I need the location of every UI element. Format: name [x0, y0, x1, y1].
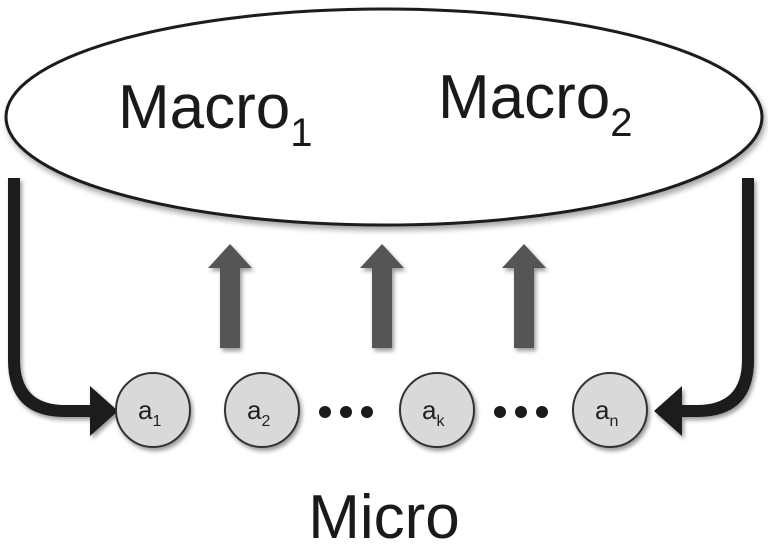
- macro-label-2: Macro2: [438, 63, 633, 145]
- agent-circle: [572, 372, 648, 448]
- agent-label: ak: [422, 395, 445, 430]
- agent-circle: [115, 372, 191, 448]
- agent-circle: [224, 372, 300, 448]
- up-arrow-2: [360, 244, 404, 348]
- agent-a1: a1: [115, 372, 191, 448]
- ellipsis-dots-2: [494, 406, 548, 418]
- macro-label-1-subscript: 1: [290, 111, 312, 155]
- ellipsis-dots-1: [319, 406, 373, 418]
- macro-label-1: Macro1: [118, 73, 313, 155]
- right-feedback-arrow: [654, 178, 754, 436]
- agent-an: an: [572, 372, 648, 448]
- agent-label: an: [595, 395, 618, 430]
- agent-a2: a2: [224, 372, 300, 448]
- emergence-arrows: [208, 244, 546, 348]
- left-feedback-arrow: [8, 178, 118, 436]
- micro-label: Micro: [308, 483, 460, 544]
- up-arrow-3: [502, 244, 546, 348]
- macro-ellipse: [4, 7, 764, 227]
- macro-label-2-subscript: 2: [610, 101, 632, 145]
- up-arrow-1: [208, 244, 252, 348]
- agent-circle: [399, 372, 475, 448]
- agent-label: a2: [247, 395, 270, 430]
- agent-ak: ak: [399, 372, 475, 448]
- agent-label: a1: [138, 395, 161, 430]
- feedback-arrows: [8, 178, 754, 436]
